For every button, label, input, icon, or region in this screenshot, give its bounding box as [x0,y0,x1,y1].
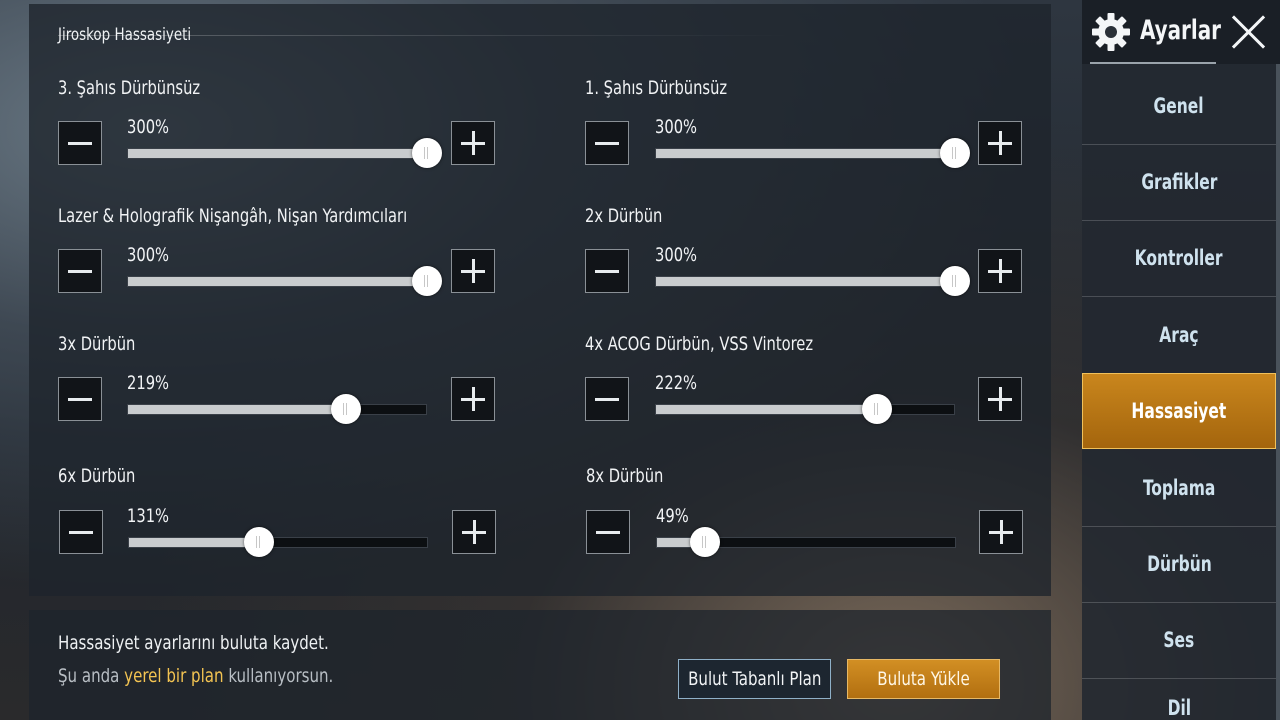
minus-icon [596,531,620,534]
slider-fill [129,538,260,547]
slider-fill [656,149,954,158]
slider-thumb-4x-acog[interactable] [862,394,892,424]
slider-track-3x-scope[interactable] [127,404,427,415]
settings-sidebar [1082,0,1280,720]
settings-title: Ayarlar [1140,15,1221,46]
slider-track-fpp-no-scope[interactable] [655,148,955,159]
decrease-button-8x-scope[interactable] [586,510,630,554]
slider-label-2x-scope: 2x Dürbün [585,205,663,227]
slider-track-red-dot-holo[interactable] [127,276,427,287]
decrease-button-red-dot-holo[interactable] [58,249,102,293]
slider-thumb-2x-scope[interactable] [940,266,970,296]
slider-label-6x-scope: 6x Dürbün [58,465,136,487]
increase-button-4x-acog[interactable] [978,377,1022,421]
slider-thumb-3x-scope[interactable] [331,394,361,424]
status-prefix: Şu anda [58,665,120,687]
minus-icon [68,270,92,273]
slider-value-fpp-no-scope: 300% [655,116,698,138]
minus-icon [595,270,619,273]
header-underline [1090,62,1216,64]
sensitivity-panel [29,4,1051,596]
upload-to-cloud-button[interactable]: Buluta Yükle [847,659,1000,699]
slider-label-tpp-no-scope: 3. Şahıs Dürbünsüz [58,77,201,99]
slider-fill [128,405,346,414]
minus-icon [69,531,93,534]
status-suffix: kullanıyorsun. [228,665,334,687]
increase-button-fpp-no-scope[interactable] [978,121,1022,165]
sidebar-item-general[interactable]: Genel [1082,68,1276,145]
minus-icon [68,142,92,145]
slider-fill [128,149,426,158]
decrease-button-3x-scope[interactable] [58,377,102,421]
sidebar-item-scope[interactable]: Dürbün [1082,526,1276,603]
decrease-button-tpp-no-scope[interactable] [58,121,102,165]
sidebar-item-language[interactable]: Dil [1167,696,1191,720]
slider-label-8x-scope: 8x Dürbün [586,465,664,487]
slider-track-8x-scope[interactable] [656,537,956,548]
minus-icon [595,142,619,145]
increase-button-tpp-no-scope[interactable] [451,121,495,165]
increase-button-red-dot-holo[interactable] [451,249,495,293]
minus-icon [68,398,92,401]
decrease-button-2x-scope[interactable] [585,249,629,293]
cloud-plan-status: Şu anda yerel bir plan kullanıyorsun. [58,665,333,687]
slider-thumb-8x-scope[interactable] [690,527,720,557]
status-highlight: yerel bir plan [124,665,224,687]
cloud-plan-button[interactable]: Bulut Tabanlı Plan [678,659,831,699]
slider-label-fpp-no-scope: 1. Şahıs Dürbünsüz [585,77,728,99]
slider-thumb-red-dot-holo[interactable] [412,266,442,296]
sidebar-item-audio[interactable]: Ses [1082,602,1276,679]
title-divider [58,35,793,36]
slider-track-tpp-no-scope[interactable] [127,148,427,159]
increase-button-2x-scope[interactable] [978,249,1022,293]
sidebar-scrollbar[interactable] [1276,64,1280,720]
gear-icon [1092,13,1130,51]
slider-thumb-tpp-no-scope[interactable] [412,138,442,168]
slider-value-4x-acog: 222% [655,372,698,394]
slider-label-3x-scope: 3x Dürbün [58,333,136,355]
close-icon[interactable] [1230,13,1268,51]
slider-value-red-dot-holo: 300% [127,244,170,266]
section-title: Jiroskop Hassasiyeti [58,25,192,45]
slider-fill [656,277,954,286]
sidebar-item-vehicle[interactable]: Araç [1082,297,1276,374]
slider-fill [656,405,877,414]
slider-value-2x-scope: 300% [655,244,698,266]
slider-value-tpp-no-scope: 300% [127,116,170,138]
slider-value-8x-scope: 49% [656,505,689,527]
increase-button-6x-scope[interactable] [452,510,496,554]
slider-fill [657,538,706,547]
sidebar-item-sensitivity[interactable]: Hassasiyet [1082,373,1276,449]
sidebar-item-controls[interactable]: Kontroller [1082,220,1276,297]
sidebar-item-graphics[interactable]: Grafikler [1082,144,1276,221]
slider-label-red-dot-holo: Lazer & Holografik Nişangâh, Nişan Yardı… [58,205,408,227]
slider-label-4x-acog: 4x ACOG Dürbün, VSS Vintorez [585,333,814,355]
slider-thumb-fpp-no-scope[interactable] [940,138,970,168]
slider-track-2x-scope[interactable] [655,276,955,287]
decrease-button-4x-acog[interactable] [585,377,629,421]
sidebar-item-pickup[interactable]: Toplama [1082,450,1276,527]
slider-value-6x-scope: 131% [127,505,170,527]
increase-button-8x-scope[interactable] [979,510,1023,554]
minus-icon [595,398,619,401]
increase-button-3x-scope[interactable] [451,377,495,421]
slider-thumb-6x-scope[interactable] [244,527,274,557]
slider-track-6x-scope[interactable] [128,537,428,548]
slider-track-4x-acog[interactable] [655,404,955,415]
decrease-button-fpp-no-scope[interactable] [585,121,629,165]
slider-fill [128,277,426,286]
slider-value-3x-scope: 219% [127,372,170,394]
cloud-save-title: Hassasiyet ayarlarını buluta kaydet. [58,632,329,654]
decrease-button-6x-scope[interactable] [59,510,103,554]
